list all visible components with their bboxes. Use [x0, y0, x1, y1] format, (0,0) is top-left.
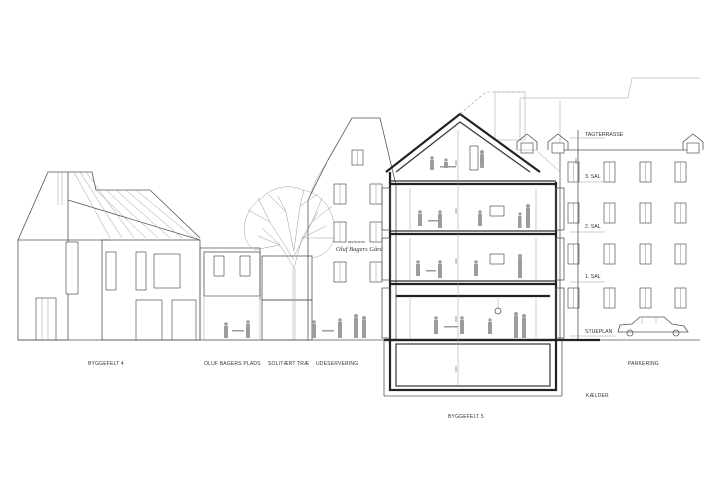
- label-kaelder: KÆLDER: [586, 393, 609, 399]
- dim-basement: 3200: [454, 366, 458, 372]
- sign-small: RESTAURANT: [348, 240, 366, 244]
- building-byggefelt-4: [17, 171, 201, 341]
- historic-gable-house: RESTAURANT Oluf Bagers Gård: [307, 117, 397, 340]
- people-figures: [224, 150, 530, 338]
- dim-right-1: 3200: [574, 158, 578, 164]
- roof-stripes: [57, 171, 195, 239]
- facade-windows: [567, 161, 687, 309]
- zone-labels: BYGGEFELT 4 OLUF BAGERS PLADS SOLITÆRT T…: [88, 361, 659, 420]
- dim-sal3: 3200: [454, 160, 458, 166]
- level-tagterrasse: TAGTERRASSE: [585, 132, 624, 138]
- label-byggefelt-5: BYGGEFELT 5: [448, 414, 484, 420]
- level-3-sal: 3. SAL: [585, 174, 601, 180]
- label-udeservering: UDESERVERING: [316, 361, 358, 367]
- level-1-sal: 1. SAL: [585, 274, 601, 280]
- dormers: [516, 133, 704, 154]
- tree: [244, 186, 335, 340]
- dim-stueplan: 3500: [454, 316, 458, 322]
- car-icon: [617, 316, 689, 337]
- background-building-right: [494, 77, 704, 340]
- level-stueplan: STUEPLAN: [585, 329, 613, 335]
- label-parkering: PARKERING: [628, 361, 659, 367]
- section-building-byggefelt-5: 3200 3200 3200 3500 3200 3200: [381, 91, 600, 397]
- label-byggefelt-4: BYGGEFELT 4: [88, 361, 124, 367]
- level-2-sal: 2. SAL: [585, 224, 601, 230]
- dim-sal2: 3200: [454, 208, 458, 214]
- label-solitaert-trae: SOLITÆRT TRÆ: [268, 361, 309, 367]
- level-markers: TAGTERRASSE 3. SAL 2. SAL 1. SAL STUEPLA…: [570, 130, 624, 340]
- label-oluf-bagers-plads: OLUF BAGERS PLADS: [204, 361, 261, 367]
- dim-sal1: 3200: [454, 258, 458, 264]
- courtyard-building: [199, 247, 313, 341]
- sign-name: Oluf Bagers Gård: [336, 246, 383, 253]
